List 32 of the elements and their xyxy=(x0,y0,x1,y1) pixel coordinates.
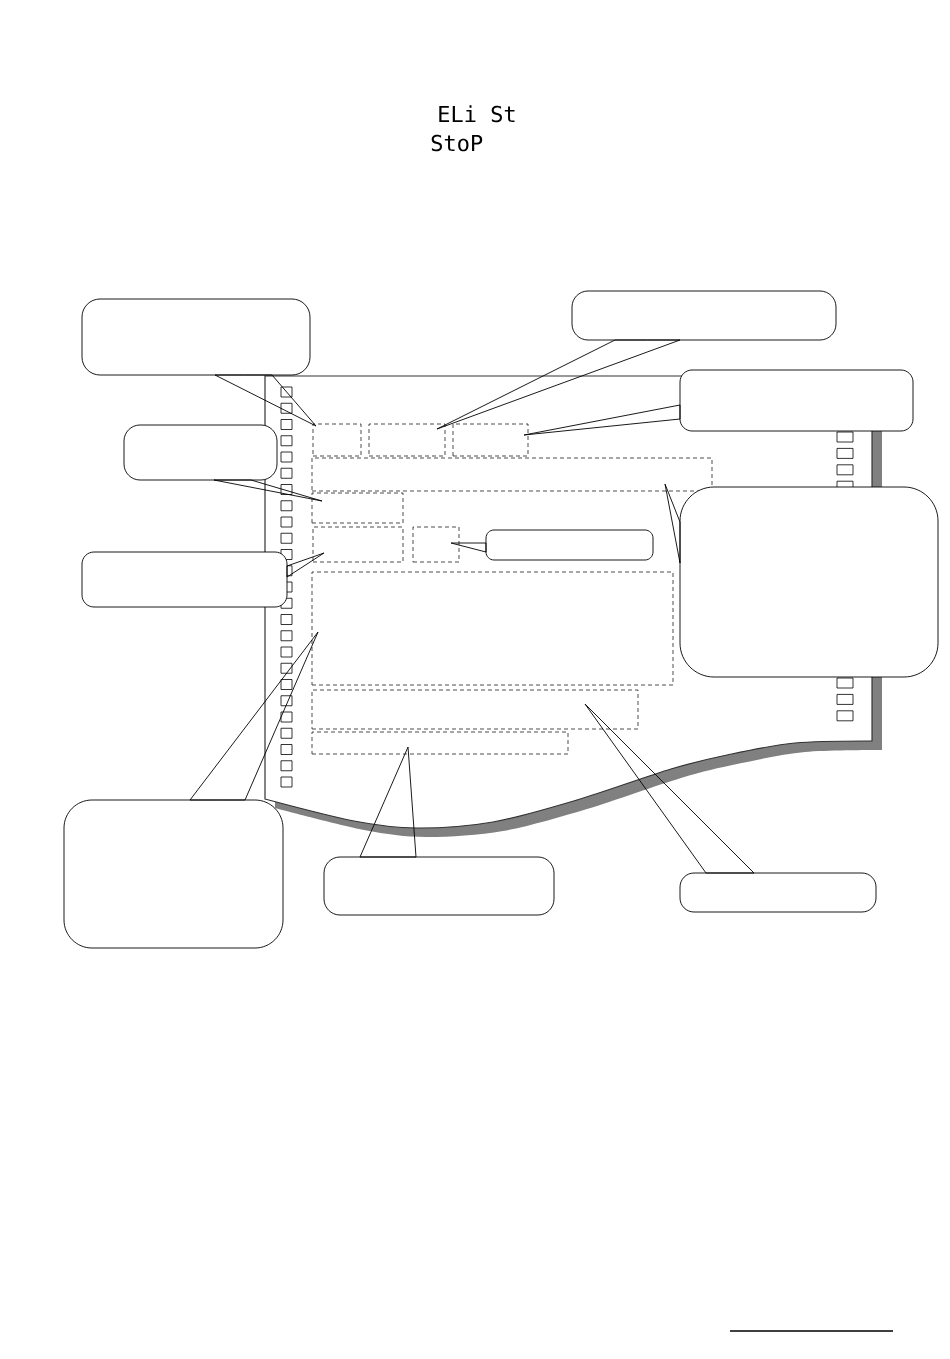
dashed-frame xyxy=(452,423,529,457)
callout-tail xyxy=(189,631,319,801)
dashed-frame xyxy=(311,492,404,524)
callout-tail xyxy=(523,404,681,436)
speech-bubble xyxy=(679,486,939,678)
speech-bubble xyxy=(123,424,278,481)
speech-bubble xyxy=(679,872,877,913)
dashed-frame xyxy=(368,423,446,457)
callout-tail xyxy=(214,374,317,427)
callout-tail xyxy=(436,339,681,430)
dashed-frame xyxy=(311,731,569,755)
callout-tail xyxy=(584,703,755,874)
dashed-frame xyxy=(412,526,460,563)
display-text: ELi St xyxy=(439,105,515,123)
speech-bubble xyxy=(81,551,288,608)
dashed-frame xyxy=(311,689,639,730)
callout-tail xyxy=(664,483,681,564)
speech-bubble xyxy=(571,290,837,341)
callout-tail xyxy=(359,746,417,858)
display-text: StoP xyxy=(431,134,483,152)
callout-tail xyxy=(450,542,487,553)
callout-tail xyxy=(286,552,325,578)
dashed-frame xyxy=(311,571,674,686)
callout-tail xyxy=(213,479,323,502)
dashed-frame xyxy=(312,423,362,457)
dashed-frame xyxy=(311,457,713,492)
speech-bubble xyxy=(81,298,311,376)
speech-bubble xyxy=(485,529,654,561)
speech-bubble xyxy=(63,799,284,949)
speech-bubble xyxy=(679,369,914,432)
speech-bubble xyxy=(323,856,555,916)
dashed-frame xyxy=(312,526,404,563)
